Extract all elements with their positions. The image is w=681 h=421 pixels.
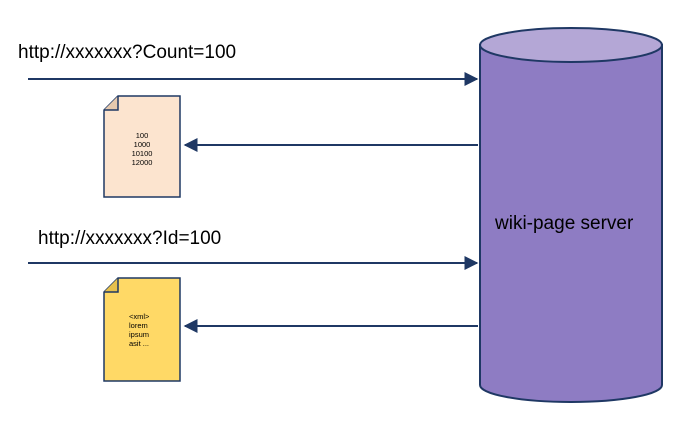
xml-line: <xml>	[129, 312, 150, 321]
xml-response-content: <xml> lorem ipsum asit ...	[129, 312, 149, 348]
count-value-line: 10100	[131, 149, 153, 158]
xml-line: asit ...	[129, 339, 150, 348]
count-value-line: 100	[135, 131, 149, 140]
server-label: wiki-page server	[495, 213, 634, 234]
xml-line: lorem	[129, 321, 148, 330]
count-value-line: 12000	[131, 158, 153, 167]
count-value-line: 1000	[133, 140, 151, 149]
document-icon-xml-response	[103, 277, 181, 382]
xml-line: ipsum	[129, 330, 150, 339]
server-cylinder	[479, 27, 663, 403]
request-url-id: http://xxxxxxx?Id=100	[38, 228, 222, 249]
count-response-content: 100 1000 10100 12000	[122, 131, 162, 167]
document-icon-count-response	[103, 95, 181, 198]
request-url-count: http://xxxxxxx?Count=100	[18, 42, 237, 63]
